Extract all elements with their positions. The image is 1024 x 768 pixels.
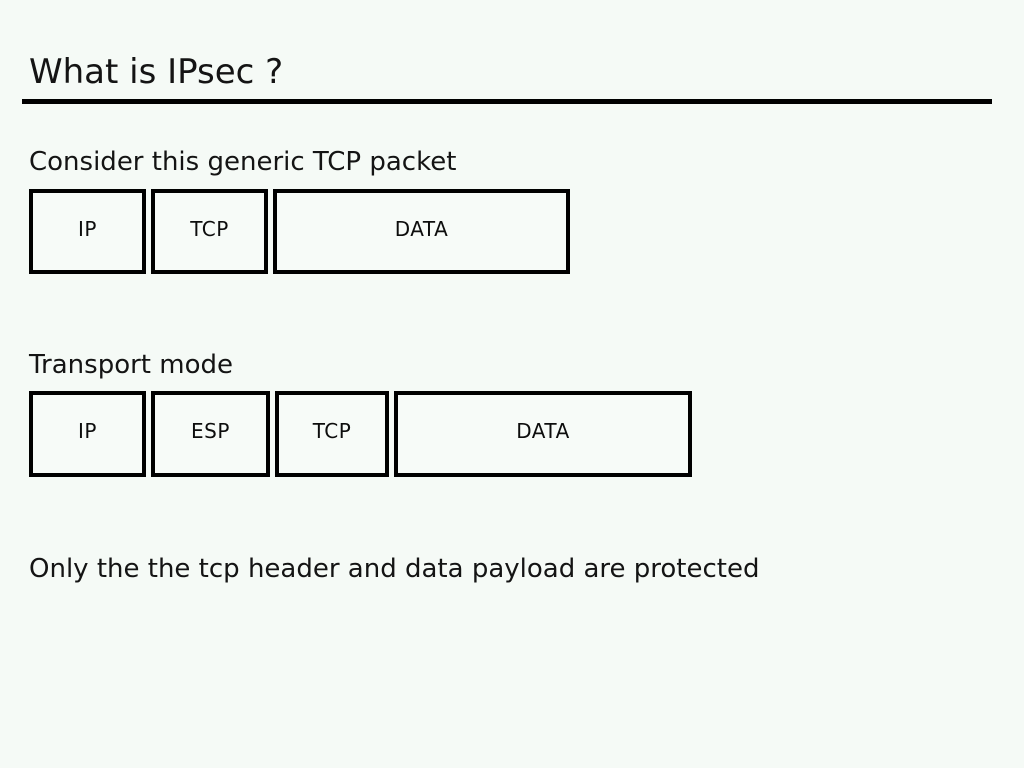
- field-label: DATA: [516, 419, 570, 443]
- transport-mode-field-tcp: TCP: [275, 391, 389, 477]
- protection-note: Only the the tcp header and data payload…: [29, 554, 760, 584]
- transport-mode-field-data: DATA: [394, 391, 692, 477]
- transport-mode-field-ip: IP: [29, 391, 146, 477]
- transport-mode-field-esp: ESP: [151, 391, 270, 477]
- generic-packet-field-tcp: TCP: [151, 189, 268, 274]
- transport-mode-diagram: IP ESP TCP DATA: [29, 391, 692, 477]
- transport-mode-caption: Transport mode: [29, 350, 234, 380]
- field-label: DATA: [394, 216, 449, 241]
- generic-packet-diagram: IP TCP DATA: [29, 189, 570, 274]
- title-underline-rule: [22, 99, 992, 104]
- field-label: ESP: [191, 419, 230, 443]
- field-label: TCP: [312, 419, 352, 443]
- generic-packet-caption: Consider this generic TCP packet: [29, 147, 457, 177]
- field-label: IP: [78, 419, 97, 443]
- generic-packet-field-data: DATA: [273, 189, 570, 274]
- generic-packet-field-ip: IP: [29, 189, 146, 274]
- field-label: TCP: [190, 216, 229, 241]
- field-label: IP: [78, 216, 97, 241]
- page-title: What is IPsec ?: [29, 52, 284, 92]
